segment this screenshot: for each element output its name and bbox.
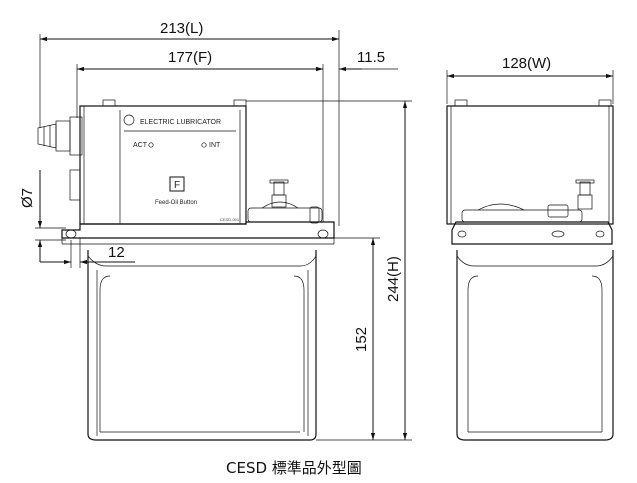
overall-length-label: 213(L) (160, 20, 203, 37)
feed-oil-button-label: Feed-Oil Button (155, 200, 197, 206)
width-label: 128(W) (502, 55, 551, 72)
mount-hole-right (317, 229, 329, 239)
plate-code: CESD-001 (220, 217, 240, 222)
offset-label: 11.5 (357, 49, 385, 66)
act-label: ACT (133, 142, 148, 149)
feed-oil-button[interactable] (169, 176, 185, 192)
mounting-base (61, 221, 335, 239)
side-dimensions: 128(W) (446, 55, 614, 104)
mount-hole-left (65, 229, 77, 239)
side-view (446, 99, 614, 441)
brand-logo-icon (123, 114, 135, 126)
height-label: 244(H) (385, 256, 402, 302)
housing-knob-right (233, 99, 247, 107)
cable-gland (37, 116, 83, 201)
pump-outlet (247, 179, 323, 224)
front-dimensions: 213(L) 177(F) 11.5 Ø7 12 244(H) 152 (19, 20, 412, 441)
hole-offset-label: 12 (108, 244, 125, 261)
feed-oil-button-letter: F (174, 180, 180, 191)
front-view: ELECTRIC LUBRICATOR ACT INT F Feed-Oil B… (37, 99, 335, 441)
drawing-caption: CESD 標準品外型圖 (226, 459, 362, 477)
tank-height-label: 152 (353, 327, 370, 352)
hole-diameter-label: Ø7 (19, 188, 36, 208)
housing-knob-left (102, 99, 116, 107)
side-tank (456, 250, 614, 441)
feed-length-label: 177(F) (168, 49, 212, 66)
act-led-icon (148, 142, 154, 148)
label-plate: ELECTRIC LUBRICATOR ACT INT F Feed-Oil B… (123, 114, 240, 222)
side-base (451, 221, 613, 245)
side-connector (69, 169, 81, 201)
int-led-icon (201, 142, 207, 148)
int-label: INT (209, 142, 221, 149)
side-housing (446, 105, 614, 225)
brand-label: ELECTRIC LUBRICATOR (140, 119, 221, 126)
oil-tank (87, 250, 317, 441)
